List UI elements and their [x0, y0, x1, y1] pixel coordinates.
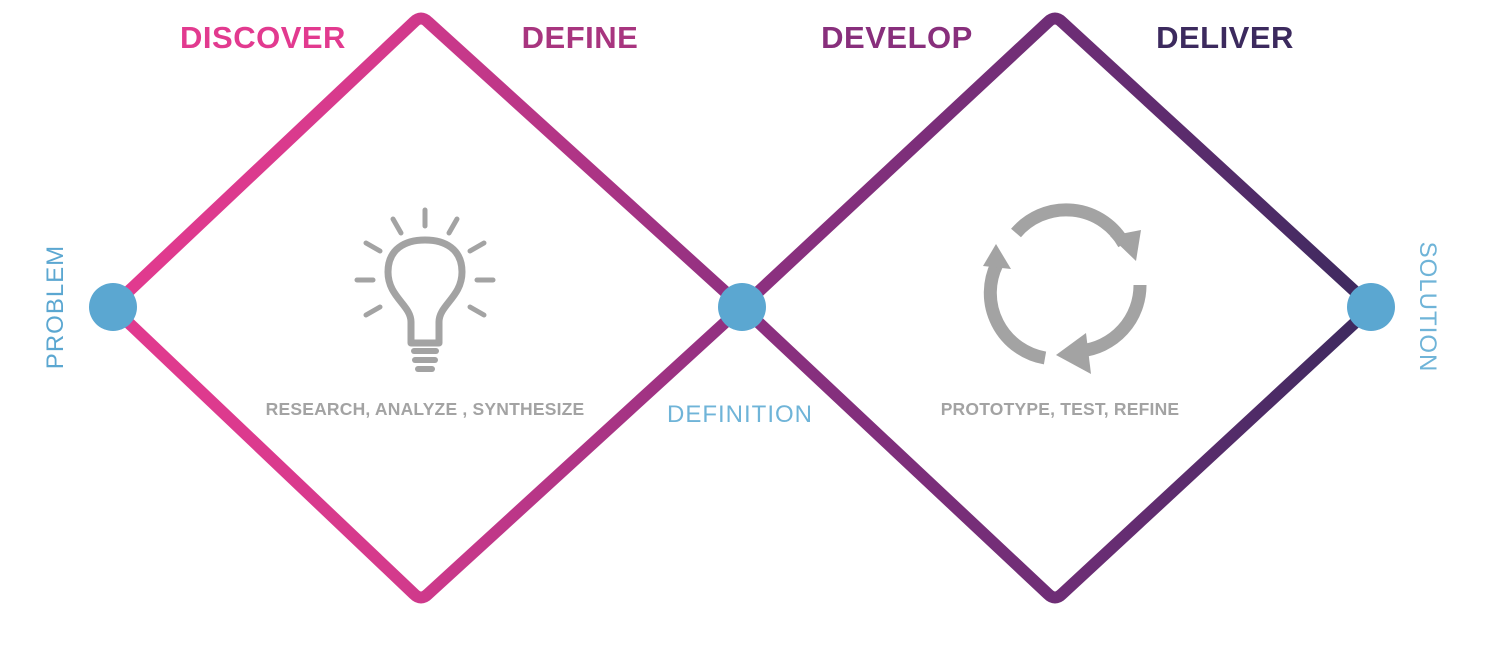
first-diamond-activities: RESEARCH, ANALYZE , SYNTHESIZE: [266, 399, 585, 419]
second-diamond-activities: PROTOTYPE, TEST, REFINE: [941, 399, 1180, 419]
solution-label: SOLUTION: [1414, 242, 1441, 373]
phase-discover-label: DISCOVER: [180, 20, 346, 55]
phase-define-label: DEFINE: [522, 20, 639, 55]
lightbulb-icon: [354, 207, 496, 372]
definition-label: DEFINITION: [667, 401, 813, 428]
problem-label: PROBLEM: [42, 245, 69, 369]
definition-node: [718, 283, 766, 331]
phase-deliver-label: DELIVER: [1156, 20, 1294, 55]
problem-node: [89, 283, 137, 331]
solution-node: [1347, 283, 1395, 331]
first-diamond-outline: [106, 12, 748, 604]
phase-develop-label: DEVELOP: [821, 20, 973, 55]
second-diamond-outline: [736, 12, 1378, 604]
cycle-arrows-icon: [983, 203, 1147, 374]
